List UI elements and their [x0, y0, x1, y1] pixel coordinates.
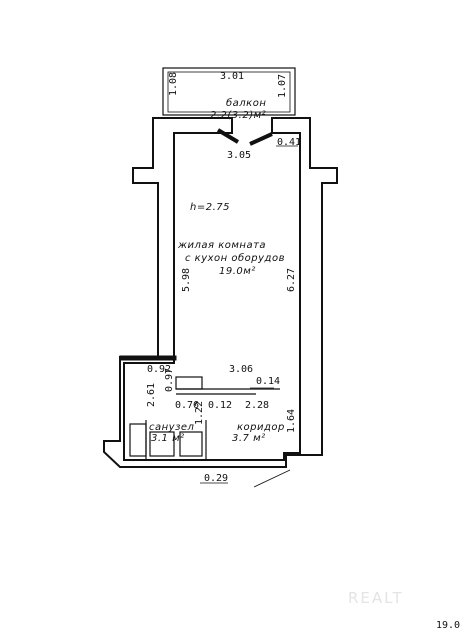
bathroom-dim-vertical: 1.22	[194, 401, 205, 425]
living-width-top: 3.05	[227, 150, 251, 161]
bathroom-title: санузел	[149, 422, 195, 433]
watermark: REALT	[348, 589, 404, 607]
balcony-depth-left: 1.08	[168, 72, 179, 96]
balcony-title: балкон	[226, 97, 266, 109]
balcony-width-top: 3.01	[220, 71, 244, 82]
bathroom-fixture-3	[179, 431, 203, 457]
entrance-door-swing	[253, 469, 291, 488]
balcony	[162, 67, 296, 116]
corridor-width: 2.28	[245, 400, 269, 411]
bathroom-dim-bottom: 0.76	[175, 400, 199, 411]
corridor-area: 3.7 м²	[232, 433, 266, 444]
bathroom-fixture-2	[149, 431, 175, 457]
bathroom-dim-top: 0.92	[147, 364, 171, 375]
door-leaf-right	[249, 132, 273, 146]
living-width-bottom: 3.06	[229, 364, 253, 375]
living-niche: 0.41	[277, 137, 301, 148]
living-title-line1: жилая комната	[177, 240, 266, 251]
interior-walls	[119, 355, 280, 460]
interior-wall-block	[175, 376, 203, 390]
balcony-door	[216, 128, 273, 146]
living-length-right: 6.27	[286, 268, 297, 292]
balcony-outline	[162, 67, 296, 116]
bottom-dimension: 0.29	[204, 473, 228, 484]
outer-wall	[103, 117, 338, 468]
bathroom-area: 3.1 м²	[151, 433, 185, 444]
corridor-length: 1.64	[286, 409, 297, 433]
living-length-left: 5.98	[181, 268, 192, 292]
living-title-line2: с кухон оборудов	[185, 252, 285, 264]
door-leaf-left	[216, 128, 240, 144]
corridor-dim-small2: 0.14	[256, 376, 280, 387]
balcony-depth-right: 1.07	[277, 74, 288, 98]
living-height: h=2.75	[190, 202, 230, 213]
balcony-area: 2.2(3.2)м²	[210, 110, 266, 121]
bathroom-dim-side: 2.61	[146, 383, 157, 407]
corridor-dim-small1: 0.12	[208, 400, 232, 411]
interior-wall-top	[119, 355, 177, 361]
living-area: 19.0м²	[219, 266, 256, 277]
corridor-title: коридор	[237, 422, 285, 433]
corner-text: 19.0	[436, 620, 460, 629]
bathroom-fixture-1	[129, 423, 147, 457]
bathroom-dim-small: 0.97	[164, 368, 175, 392]
balcony-inner-rail	[167, 71, 291, 113]
